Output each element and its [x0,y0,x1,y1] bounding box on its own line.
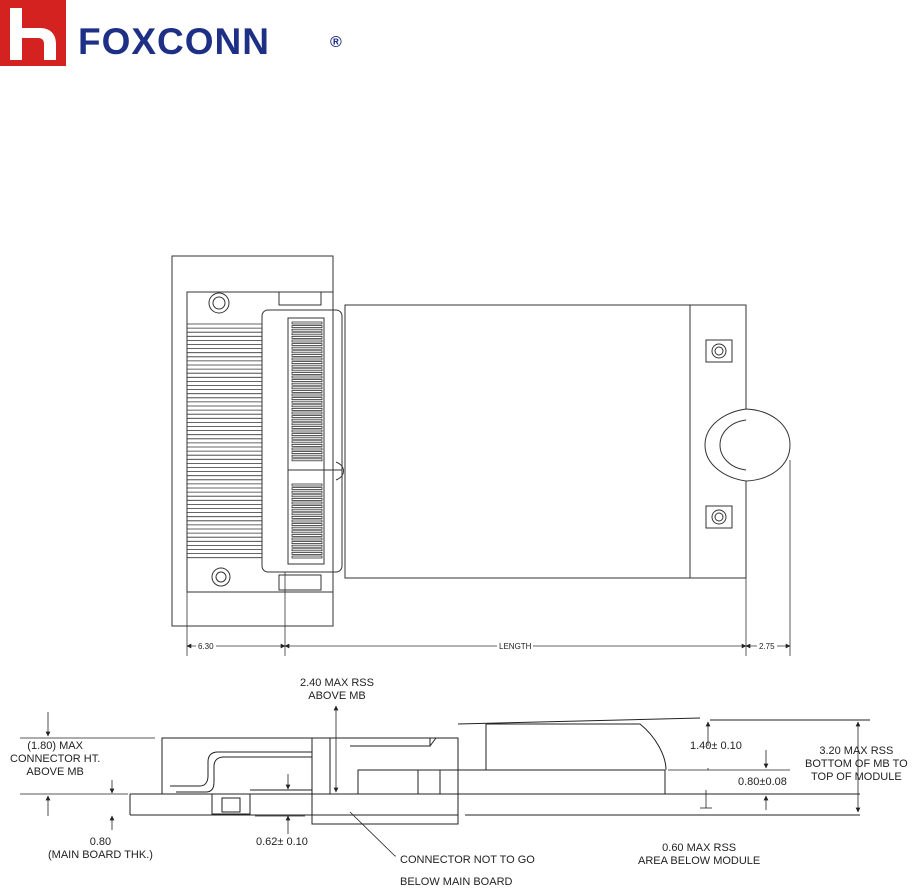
connector-height-line2: CONNECTOR HT. [10,753,100,766]
contact-pin [292,441,322,443]
contact-pin [292,506,322,508]
main-board-thk-caption: (MAIN BOARD THK.) [48,849,153,862]
contact-pin [292,549,322,551]
max-rss-total: 3.20 MAX RSS BOTTOM OF MB TO TOP OF MODU… [805,745,908,784]
contact-pin [292,552,322,554]
contact-pin [292,340,322,342]
contact-pin [292,455,322,457]
contact-pin [292,444,322,446]
main-board-thickness: 0.80 (MAIN BOARD THK.) [48,836,153,862]
contact-pin [292,344,322,346]
dim-right-label: 2.75 [757,642,777,651]
contact-pin [292,412,322,414]
dim-left-label: 6.30 [196,642,216,651]
contact-pin [292,513,322,515]
contact-pin [292,326,322,328]
connector-height-label: (1.80) MAX CONNECTOR HT. ABOVE MB [10,740,100,779]
contact-pin [292,556,322,558]
connector-note-line2: BELOW MAIN BOARD [400,871,535,893]
contact-pin [292,376,322,378]
antenna-connector-2 [706,506,732,528]
contact-pin [292,484,322,486]
contact-pin [292,362,322,364]
contact-pin [292,524,322,526]
contact-pin [292,322,322,324]
top-view [172,256,790,626]
max-rss-total-line3: TOP OF MODULE [805,771,908,784]
contact-pin [292,380,322,382]
contact-pin [292,383,322,385]
contact-pin [292,452,322,454]
contact-pin [292,516,322,518]
contact-pin [292,347,322,349]
max-rss-total-line2: BOTTOM OF MB TO [805,758,908,771]
top-view-dimensions [187,460,790,656]
module-top-label: 1.40± 0.10 [690,740,742,753]
contact-pin [292,491,322,493]
connector-pins-left [187,324,262,558]
rss-below-line1: 0.60 MAX RSS [638,842,760,855]
contact-pin [292,542,322,544]
contact-pin [292,502,322,504]
mount-hole-top [209,293,229,313]
rss-below-line2: AREA BELOW MODULE [638,855,760,868]
contact-pin [292,448,322,450]
contact-pin [292,394,322,396]
antenna-connector-1 [706,340,732,362]
max-rss-above-mb-line2: ABOVE MB [300,690,374,703]
contact-pin [292,398,322,400]
contact-pin [292,534,322,536]
connector-note-line1: CONNECTOR NOT TO GO [400,849,535,871]
contact-pin [292,419,322,421]
contact-pin [292,408,322,410]
contact-pin [292,538,322,540]
connector-height-line3: ABOVE MB [10,766,100,779]
contact-pin [292,372,322,374]
contact-pin [292,426,322,428]
contact-pin [292,488,322,490]
contact-pin [292,390,322,392]
connector-offset-label: 0.62± 0.10 [256,836,308,849]
max-rss-total-line1: 3.20 MAX RSS [805,745,908,758]
contact-pin [292,369,322,371]
module-thickness-label: 0.80±0.08 [738,776,787,789]
contact-pin [292,387,322,389]
contact-pin [292,358,322,360]
module-notch [705,409,790,481]
contact-pin [292,329,322,331]
contact-pin [292,405,322,407]
contact-pin [292,333,322,335]
connector-height-line1: (1.80) MAX [10,740,100,753]
contact-pin [292,354,322,356]
dim-length-label: LENGTH [497,642,533,651]
side-view [130,718,870,824]
contact-pin [292,520,322,522]
contact-pin [292,437,322,439]
connector-note: CONNECTOR NOT TO GO BELOW MAIN BOARD [400,849,535,893]
main-board-thk-value: 0.80 [48,836,153,849]
max-rss-above-mb: 2.40 MAX RSS ABOVE MB [300,677,374,703]
max-rss-above-mb-line1: 2.40 MAX RSS [300,677,374,690]
contact-pin [292,365,322,367]
module-card [345,305,746,578]
contact-pin [292,336,322,338]
rss-below-module: 0.60 MAX RSS AREA BELOW MODULE [638,842,760,868]
connector-pins-right [292,322,322,558]
contact-pin [292,495,322,497]
side-view-dimensions [20,706,858,856]
contact-pin [292,423,322,425]
contact-pin [292,531,322,533]
contact-pin [292,430,322,432]
contact-pin [292,527,322,529]
contact-pin [292,545,322,547]
contact-pin [292,401,322,403]
mount-hole-bottom [212,568,230,586]
contact-pin [292,498,322,500]
contact-pin [292,351,322,353]
contact-pin [292,434,322,436]
contact-pin [292,459,322,461]
contact-pin [292,509,322,511]
contact-pin [292,416,322,418]
